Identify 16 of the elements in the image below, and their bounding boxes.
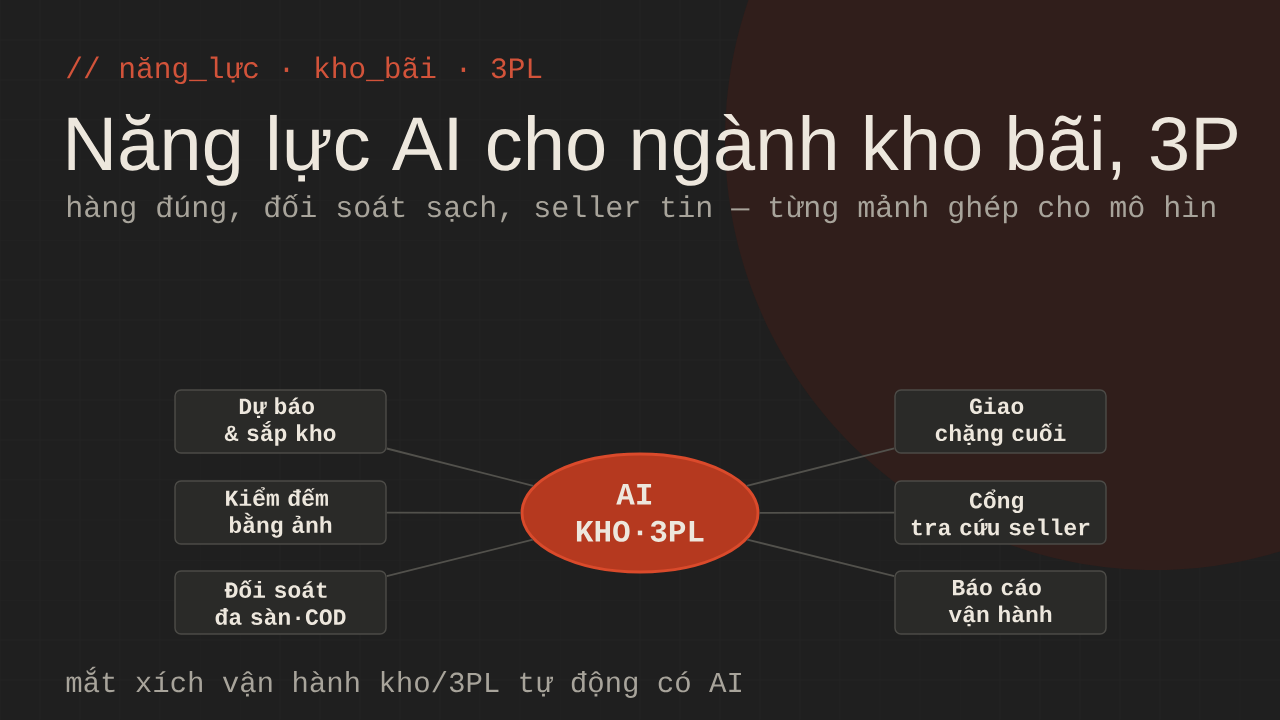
connector-line (385, 538, 534, 577)
title: Năng lực AI cho ngành kho bãi, 3P (68, 113, 1237, 186)
capability-box: Kiểm đếm bằng ảnh (174, 480, 387, 545)
kicker-text: // năng_lực · kho_bãi · 3PL (66, 56, 542, 85)
capability-box: Cổng tra cứu seller (894, 480, 1107, 545)
subtitle: hàng đúng, đối soát sạch, seller tin — từng mảnh ghép cho mô hìn (68, 193, 1215, 224)
connector-line (385, 447, 535, 487)
connector-line (745, 447, 896, 487)
connector-line (746, 538, 896, 578)
footer-text: mắt xích vận hành kho/3PL tự động có AI (66, 666, 741, 698)
connector-line (758, 511, 896, 514)
capability-box: Giao chặng cuối (894, 389, 1107, 454)
capability-box: Đối soát đa sàn·COD (174, 570, 387, 635)
connector-line (385, 511, 522, 514)
capability-box: Báo cáo vận hành (894, 570, 1107, 635)
capability-box: Dự báo & sắp kho (174, 389, 387, 454)
